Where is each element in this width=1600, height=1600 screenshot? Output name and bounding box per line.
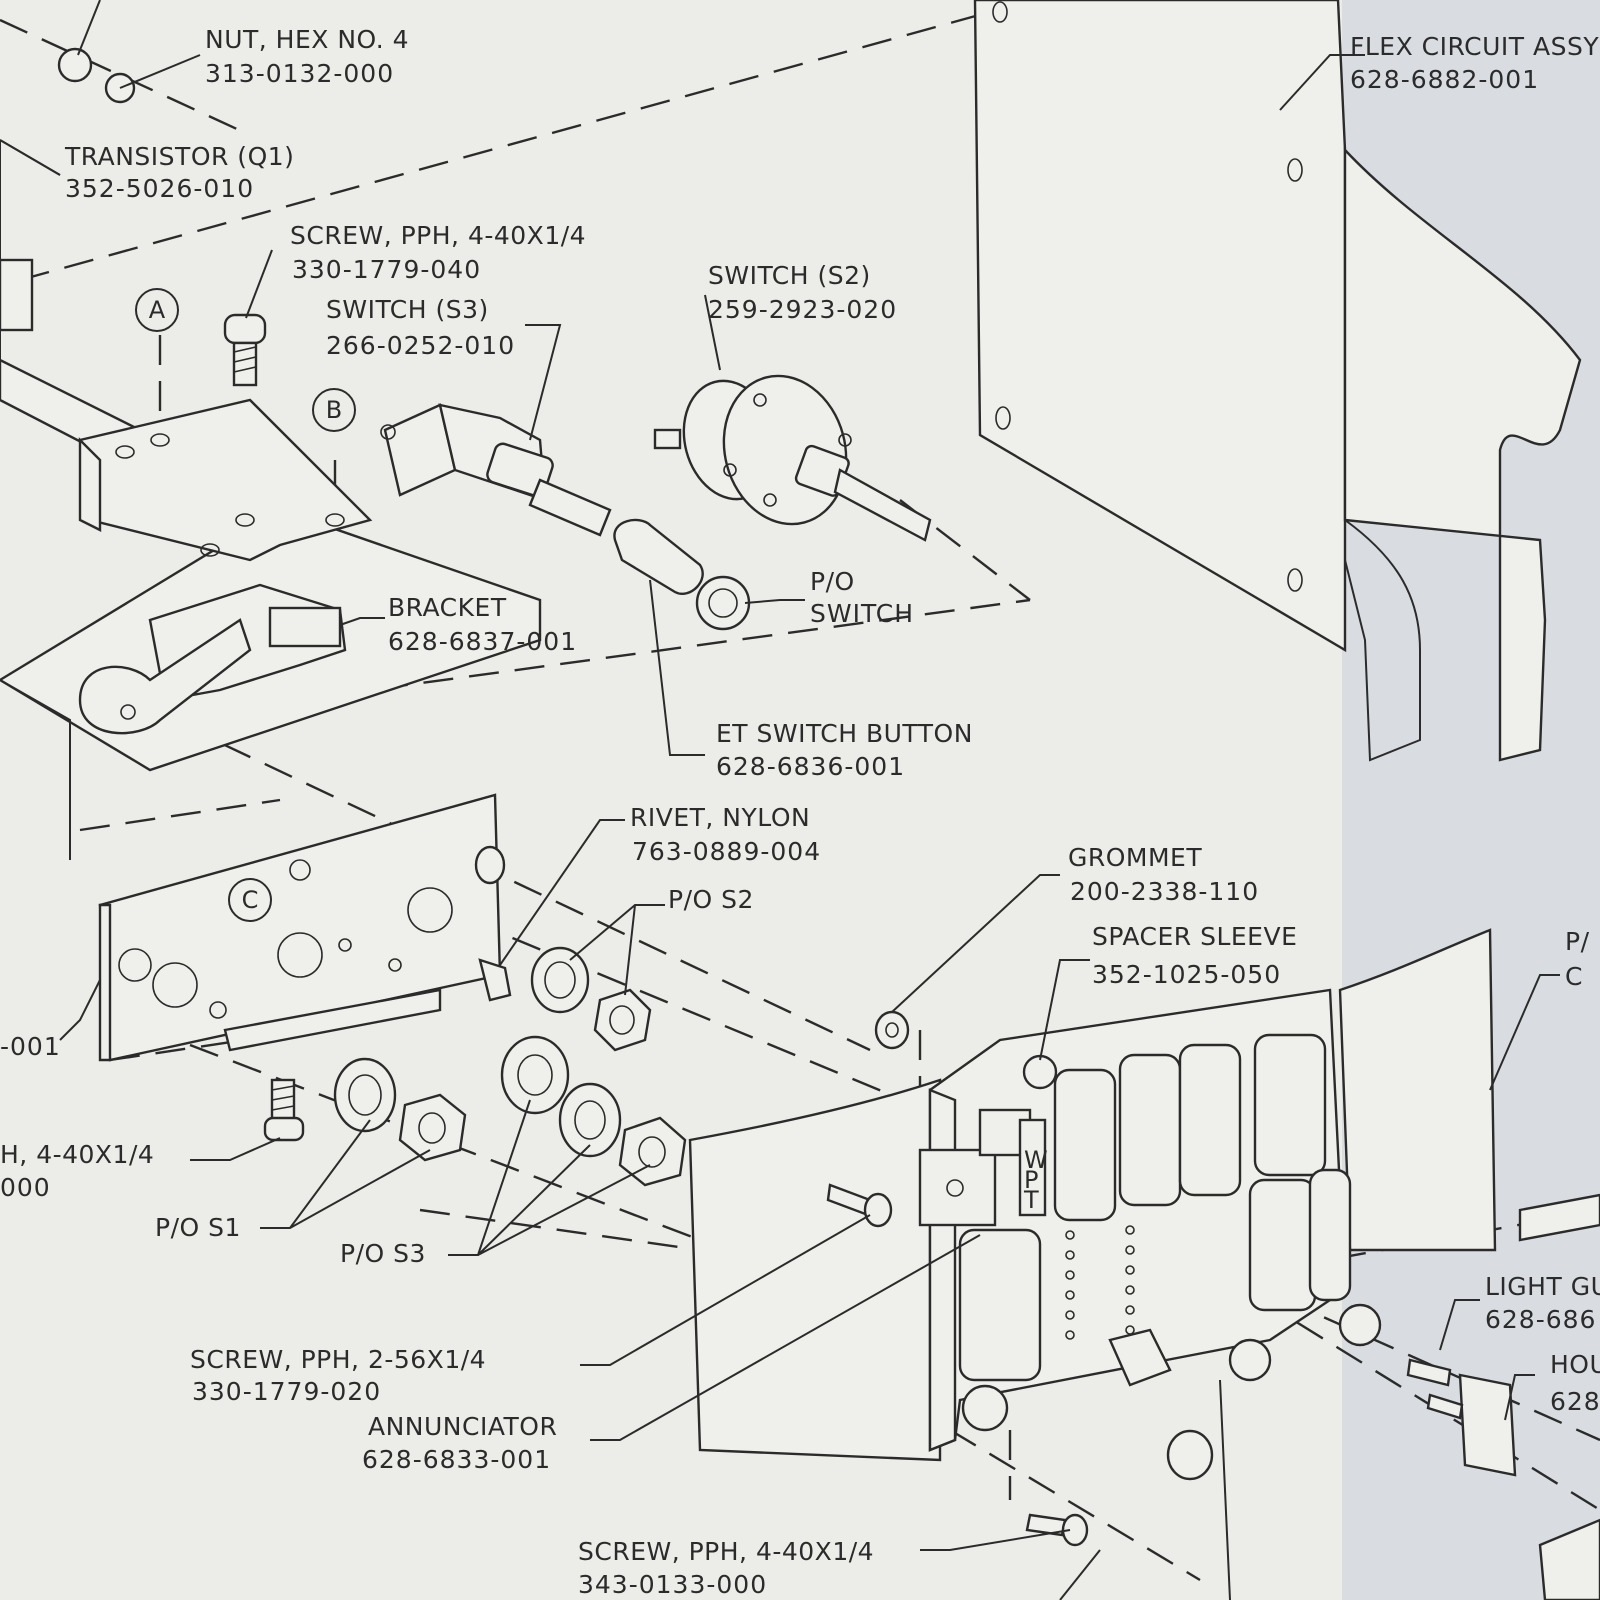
- label-po-s3: P/O S3: [340, 1239, 426, 1268]
- label-et-switch-button: ET SWITCH BUTTON 628-6836-001: [716, 719, 973, 781]
- bracket-part: [78, 583, 347, 735]
- part-name: SCREW, PPH, 4-40X1/4: [290, 221, 586, 250]
- annunciator-letter: W: [1024, 1146, 1048, 1174]
- part-number: 343-0133-000: [578, 1570, 767, 1599]
- screw-top-part: [223, 313, 267, 387]
- light-guide-part: [1406, 1193, 1600, 1387]
- part-number: 628-686: [1485, 1305, 1596, 1334]
- part-number: 628: [1550, 1387, 1600, 1416]
- switch-s2-part: [653, 374, 932, 542]
- callout-letter: B: [326, 396, 342, 424]
- screw-left-part: [263, 1078, 305, 1142]
- part-name: SPACER SLEEVE: [1092, 922, 1297, 951]
- part-name: NUT, HEX NO. 4: [205, 25, 409, 54]
- part-number: 200-2338-110: [1070, 877, 1259, 906]
- label-screw-left-cut: H, 4-40X1/4 000: [0, 1140, 154, 1202]
- po-s2-hardware: [530, 946, 652, 1052]
- part-name: LIGHT GU: [1485, 1272, 1600, 1301]
- rivet-part: [478, 958, 512, 1002]
- label-po-switch: P/O SWITCH: [810, 567, 914, 628]
- annunciator-assembly: W P T: [918, 988, 1382, 1481]
- label-transistor: TRANSISTOR (Q1) 352-5026-010: [64, 142, 294, 203]
- part-name: P/: [1565, 927, 1590, 956]
- part-name: SCREW, PPH, 4-40X1/4: [578, 1537, 874, 1566]
- label-po-s2: P/O S2: [668, 885, 754, 914]
- label-housing: HOU 628: [1550, 1350, 1600, 1416]
- label-left-cut-part: -001: [0, 1032, 61, 1061]
- housing-part: [1426, 1373, 1600, 1600]
- label-annunciator: ANNUNCIATOR 628-6833-001: [362, 1412, 557, 1474]
- part-number: 628-6882-001: [1350, 65, 1539, 94]
- label-screw-pph-256: SCREW, PPH, 2-56X1/4 330-1779-020: [190, 1345, 486, 1406]
- part-number: 628-6836-001: [716, 752, 905, 781]
- flex-circuit-sheet: [973, 0, 1582, 762]
- label-rivet-nylon: RIVET, NYLON 763-0889-004: [630, 803, 821, 866]
- part-name: GROMMET: [1068, 843, 1202, 872]
- part-number: SWITCH: [810, 599, 914, 628]
- part-name: SCREW, PPH, 2-56X1/4: [190, 1345, 486, 1374]
- label-flex-circuit: FLEX CIRCUIT ASSY 628-6882-001: [1350, 32, 1599, 94]
- part-number: -001: [0, 1032, 61, 1061]
- part-number: 628-6833-001: [362, 1445, 551, 1474]
- part-name: ET SWITCH BUTTON: [716, 719, 973, 748]
- label-switch-s3: SWITCH (S3) 266-0252-010: [326, 295, 515, 360]
- circuit-panel: [98, 793, 506, 1062]
- label-spacer-sleeve: SPACER SLEEVE 352-1025-050: [1092, 922, 1297, 989]
- terminal-strip: [1065, 1225, 1135, 1340]
- label-screw-pph-top: SCREW, PPH, 4-40X1/4 330-1779-040: [290, 221, 586, 284]
- label-light-guide: LIGHT GU 628-686: [1485, 1272, 1600, 1334]
- part-name: P/O S2: [668, 885, 754, 914]
- part-number: 352-1025-050: [1092, 960, 1281, 989]
- switch-nut-part: [695, 575, 751, 631]
- part-name: TRANSISTOR (Q1): [64, 142, 294, 171]
- label-switch-s2: SWITCH (S2) 259-2923-020: [708, 261, 897, 324]
- label-po-right-cut: P/ C: [1565, 927, 1590, 991]
- part-number: 313-0132-000: [205, 59, 394, 88]
- part-name: SWITCH (S3): [326, 295, 489, 324]
- part-number: 330-1779-040: [292, 255, 481, 284]
- part-number: 330-1779-020: [192, 1377, 381, 1406]
- callout-letter: A: [149, 296, 166, 324]
- label-nut-hex: NUT, HEX NO. 4 313-0132-000: [205, 25, 409, 88]
- label-po-s1: P/O S1: [155, 1213, 241, 1242]
- part-name: P/O S1: [155, 1213, 241, 1242]
- part-name: P/O: [810, 567, 855, 596]
- callout-c: C: [228, 878, 272, 922]
- part-number: 763-0889-004: [632, 837, 821, 866]
- po-s3-hardware: [500, 1035, 687, 1187]
- part-name: ANNUNCIATOR: [368, 1412, 557, 1441]
- part-number: 266-0252-010: [326, 331, 515, 360]
- callout-letter: C: [242, 886, 259, 914]
- part-name: BRACKET: [388, 593, 507, 622]
- label-bracket: BRACKET 628-6837-001: [388, 593, 577, 656]
- et-switch-button-part: [613, 518, 704, 595]
- switch-s3-part: [380, 403, 612, 537]
- annunciator-letter-stack: W P T: [1023, 1146, 1048, 1214]
- callout-a: A: [135, 288, 179, 332]
- grommet-part: [874, 1010, 910, 1050]
- screw-bottom-part: [1025, 1513, 1089, 1547]
- annunciator-letter: P: [1024, 1166, 1038, 1194]
- part-number: 000: [0, 1173, 51, 1202]
- nut-part: [0, 47, 136, 176]
- label-grommet: GROMMET 200-2338-110: [1068, 843, 1259, 906]
- bracket-plate: [78, 398, 373, 562]
- callout-b: B: [312, 388, 356, 432]
- part-number: 259-2923-020: [708, 295, 897, 324]
- part-name: P/O S3: [340, 1239, 426, 1268]
- part-name: RIVET, NYLON: [630, 803, 810, 832]
- label-screw-pph-bottom: SCREW, PPH, 4-40X1/4 343-0133-000: [578, 1537, 874, 1599]
- part-number: C: [1565, 962, 1583, 991]
- part-number: 628-6837-001: [388, 627, 577, 656]
- part-number: 352-5026-010: [65, 174, 254, 203]
- po-s1-hardware: [333, 1057, 467, 1162]
- annunciator-letter: T: [1023, 1186, 1039, 1214]
- part-name: SWITCH (S2): [708, 261, 871, 290]
- part-name: FLEX CIRCUIT ASSY: [1350, 32, 1599, 61]
- part-name: HOU: [1550, 1350, 1600, 1379]
- part-name: H, 4-40X1/4: [0, 1140, 154, 1169]
- leader-lines: [0, 0, 1560, 1600]
